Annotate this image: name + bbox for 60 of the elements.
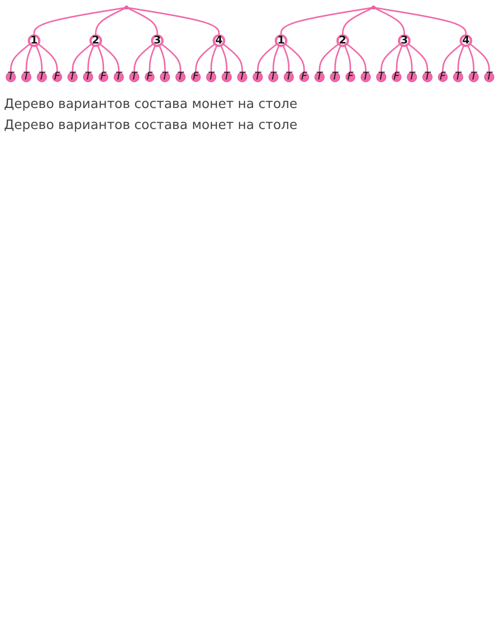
connector	[442, 43, 462, 72]
connector	[334, 45, 342, 72]
connector	[35, 45, 43, 72]
node-circle: 3	[398, 34, 411, 48]
node-circle: F	[345, 72, 356, 82]
connector	[26, 45, 33, 72]
connector	[87, 45, 94, 72]
connector	[346, 43, 366, 72]
connector	[467, 45, 474, 72]
connector	[134, 43, 154, 72]
connector	[148, 45, 156, 72]
connector	[72, 43, 92, 72]
connector	[94, 8, 126, 36]
node-circle: 2	[336, 34, 350, 48]
connector	[408, 43, 428, 72]
connector	[318, 43, 340, 72]
connector	[33, 7, 126, 36]
connector	[210, 45, 218, 72]
connector	[128, 7, 220, 36]
connector	[396, 45, 403, 72]
connector	[128, 8, 158, 36]
node-circle: F	[52, 72, 62, 82]
node-circle: F	[392, 72, 402, 82]
connector	[99, 43, 120, 72]
connector	[38, 43, 58, 72]
node-circle: 4	[460, 34, 472, 48]
caption-text: Дерево вариантов состава монет на столе	[4, 97, 298, 112]
connector	[374, 7, 467, 36]
node-circle: 4	[212, 34, 226, 48]
connector	[10, 43, 30, 72]
connector	[272, 45, 280, 72]
node-circle: 3	[150, 34, 164, 48]
connector	[374, 8, 406, 36]
node-circle	[124, 6, 128, 10]
node-circle: F	[144, 72, 155, 82]
caption-text: Дерево вариантов состава монет на столе	[4, 118, 298, 134]
connector	[342, 8, 372, 36]
connector	[344, 45, 352, 72]
node-circle	[372, 6, 376, 10]
connector	[406, 45, 413, 72]
connector	[158, 45, 166, 72]
connector	[195, 43, 216, 72]
node-circle: F	[438, 72, 448, 82]
node-circle: 1	[274, 34, 288, 48]
connector	[380, 43, 401, 72]
node-circle: 2	[89, 34, 102, 48]
connector	[97, 45, 104, 72]
node-circle: 1	[28, 34, 40, 48]
connector	[160, 43, 182, 72]
node-circle: F	[190, 72, 201, 82]
connector	[470, 43, 490, 72]
connector	[257, 43, 278, 72]
node-circle: F	[299, 72, 310, 82]
connector	[284, 43, 305, 72]
connector	[220, 45, 228, 72]
node-circle: F	[98, 72, 108, 82]
connector	[222, 43, 243, 72]
connector	[282, 45, 290, 72]
connector	[457, 45, 465, 72]
connector	[280, 7, 372, 36]
